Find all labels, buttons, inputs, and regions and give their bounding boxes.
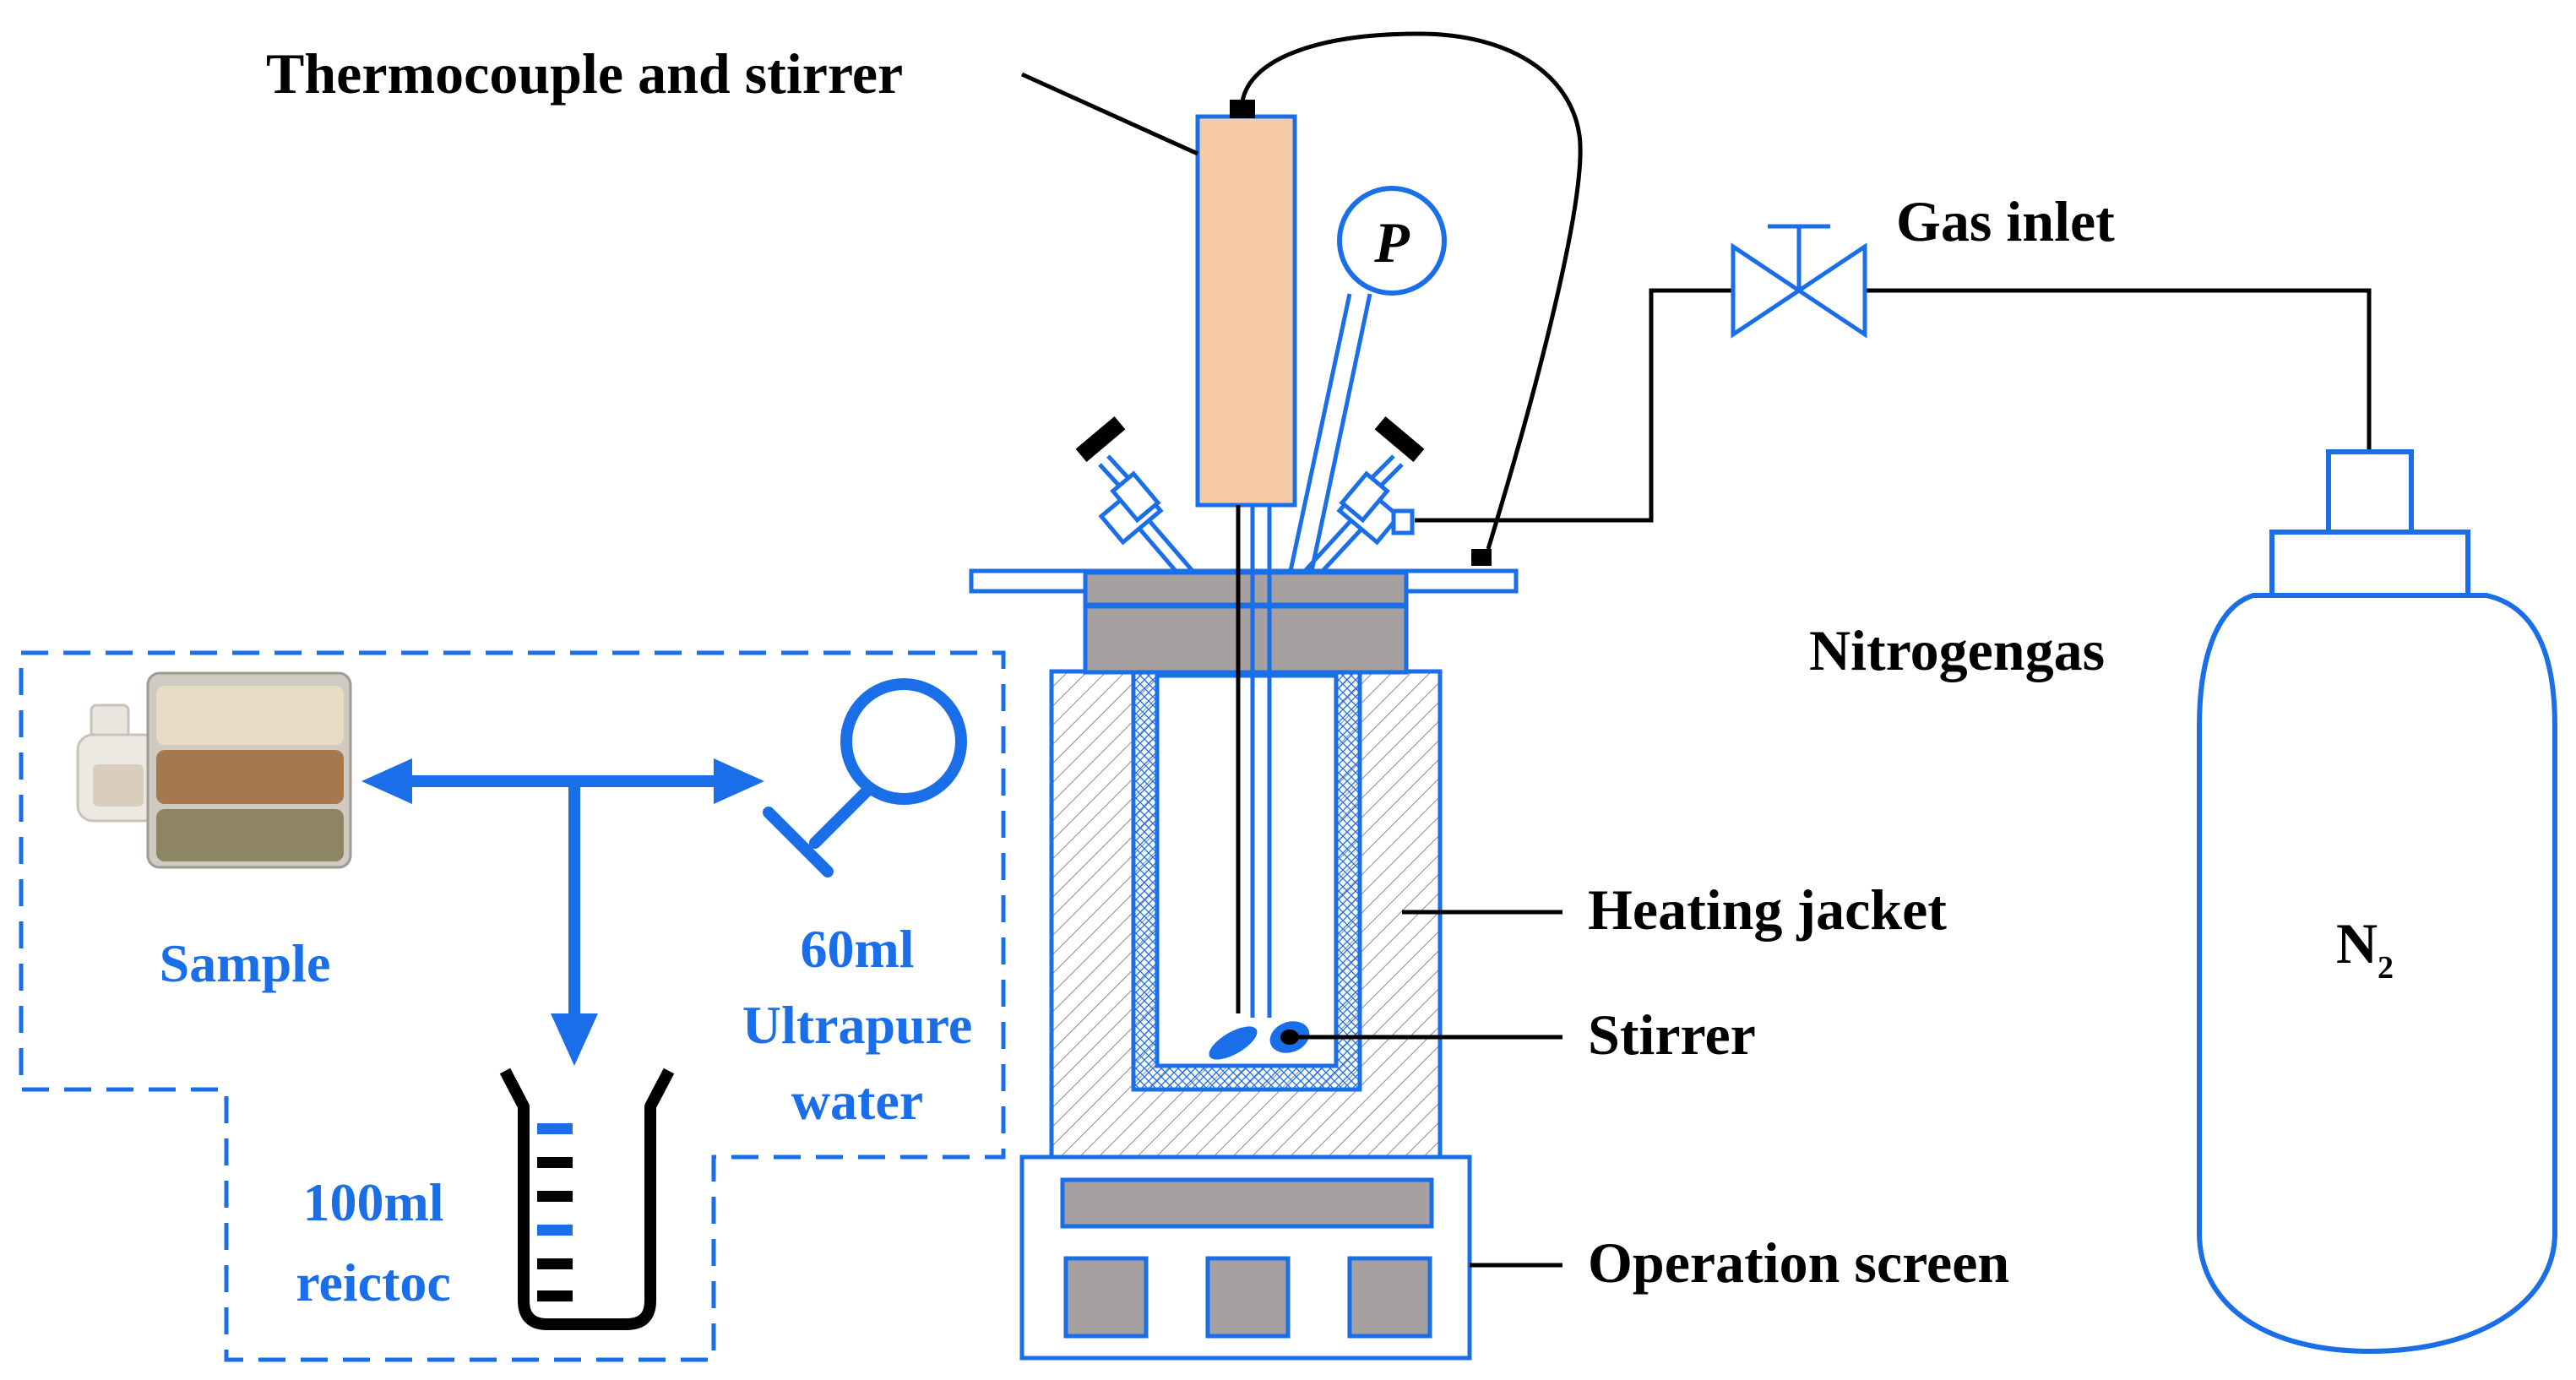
water-volume-label: 60ml — [800, 919, 914, 979]
heating-jacket-label: Heating jacket — [1588, 877, 1947, 942]
thermocouple-leader — [1020, 72, 1199, 156]
operation-panel — [1019, 1155, 1472, 1361]
nitrogen-gas-label: Nitrogengas — [1809, 618, 2105, 682]
thermocouple-body — [1195, 114, 1297, 508]
gas-valve-icon — [1731, 224, 1867, 339]
dropper-icon — [763, 678, 967, 877]
gas-inlet-label: Gas inlet — [1896, 189, 2115, 253]
reactor-volume-label: 100ml — [302, 1172, 443, 1232]
stirrer-shaft — [1250, 505, 1272, 1018]
heating-jacket — [1049, 669, 1443, 1160]
pressure-gauge-label: P — [1373, 210, 1410, 274]
operation-screen-label: Operation screen — [1588, 1231, 2009, 1295]
stirrer-label: Stirrer — [1588, 1002, 1756, 1067]
n2-label: N2 — [2336, 911, 2394, 986]
thermocouple-label: Thermocouple and stirrer — [266, 41, 903, 106]
transfer-arrows — [361, 758, 764, 1066]
sample-bottle-icon — [76, 704, 160, 823]
reactor-label: reictoc — [296, 1252, 451, 1312]
pressure-gauge-icon: P — [1288, 186, 1447, 572]
nitrogen-cylinder-icon — [2197, 449, 2557, 1355]
left-lid-valve-icon — [1098, 454, 1194, 573]
water-type-label: Ultrapure — [742, 995, 973, 1055]
sample-label: Sample — [160, 933, 331, 993]
thermocouple-cable — [1240, 31, 1583, 550]
sample-prep-region — [19, 650, 1006, 1362]
thermocouple-cap — [1230, 100, 1255, 118]
beaker-icon — [499, 1068, 675, 1330]
gas-line — [1415, 288, 2372, 523]
water-label: water — [791, 1071, 923, 1131]
right-lid-valve-icon — [1303, 454, 1415, 573]
sample-bags-icon — [146, 671, 352, 869]
reactor-lid — [969, 568, 1519, 675]
